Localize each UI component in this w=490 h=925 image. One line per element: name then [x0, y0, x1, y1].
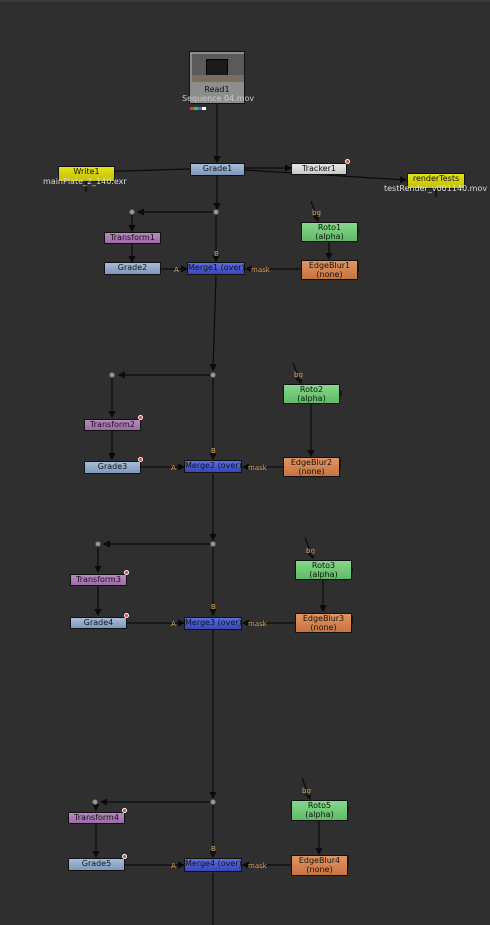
- roto3-label: Roto3: [311, 561, 336, 570]
- grade3-node[interactable]: Grade3: [84, 461, 141, 474]
- merge3-label: Merge3 (over): [185, 618, 242, 627]
- edgeblur1-output: (none): [316, 270, 343, 279]
- bg-label: bg: [302, 787, 311, 795]
- transform1-label: Transform1: [110, 233, 155, 242]
- edgeblur2-output: (none): [298, 467, 325, 476]
- merge4-node[interactable]: Merge4 (over): [184, 858, 242, 872]
- write-node[interactable]: Write1: [58, 166, 115, 182]
- input-b-label: B: [214, 250, 219, 258]
- read-node-name: Read1: [204, 85, 230, 94]
- roto5-node[interactable]: Roto5 (alpha): [291, 800, 348, 821]
- merge3-node[interactable]: Merge3 (over): [184, 617, 242, 630]
- read-node-file: Sequence 04.mov: [182, 94, 255, 103]
- dot-node[interactable]: [213, 209, 219, 215]
- grade4-modified-icon: [124, 613, 129, 618]
- transform2-node[interactable]: Transform2: [84, 419, 141, 431]
- roto1-output: (alpha): [315, 232, 344, 241]
- grade3-label: Grade3: [97, 462, 128, 471]
- dot-node[interactable]: [95, 541, 101, 547]
- merge1-label: Merge1 (over): [188, 263, 245, 272]
- transform4-modified-icon: [122, 808, 127, 813]
- bg-label: bg: [312, 209, 321, 217]
- input-a-label: A: [171, 862, 176, 870]
- input-b-label: B: [211, 845, 216, 853]
- roto3-node[interactable]: Roto3 (alpha): [295, 560, 352, 580]
- transform4-node[interactable]: Transform4: [68, 812, 125, 824]
- render-label: renderTests: [412, 174, 460, 183]
- dot-node[interactable]: [210, 799, 216, 805]
- graph-top-border: [0, 0, 490, 2]
- dot-node[interactable]: [210, 541, 216, 547]
- edgeblur3-node[interactable]: EdgeBlur3 (none): [295, 613, 352, 633]
- mask-label: mask: [248, 862, 267, 870]
- transform2-modified-icon: [138, 415, 143, 420]
- edgeblur2-node[interactable]: EdgeBlur2 (none): [283, 457, 340, 477]
- edgeblur4-output: (none): [306, 865, 333, 874]
- roto2-node[interactable]: Roto2 (alpha): [283, 384, 340, 404]
- grade5-label: Grade5: [81, 859, 112, 868]
- input-b-label: B: [211, 603, 216, 611]
- grade4-label: Grade4: [83, 618, 114, 627]
- mask-label: mask: [251, 266, 270, 274]
- write-label: Write1: [73, 167, 100, 176]
- dot-node[interactable]: [210, 372, 216, 378]
- dot-node[interactable]: [92, 799, 98, 805]
- roto1-label: Roto1: [317, 223, 342, 232]
- tracker-node[interactable]: Tracker1: [291, 163, 347, 175]
- transform4-label: Transform4: [74, 813, 119, 822]
- read-thumbnail: [192, 54, 244, 82]
- dot-node[interactable]: [109, 372, 115, 378]
- input-b-label: B: [211, 447, 216, 455]
- input-a-label: A: [171, 464, 176, 472]
- input-a-label: A: [171, 620, 176, 628]
- transform3-label: Transform3: [76, 575, 121, 584]
- read-node[interactable]: Read1: [189, 51, 245, 110]
- transform2-label: Transform2: [90, 420, 135, 429]
- edgeblur3-output: (none): [310, 623, 337, 632]
- roto3-output: (alpha): [309, 570, 338, 579]
- grade2-node[interactable]: Grade2: [104, 262, 161, 275]
- grade1-node[interactable]: Grade1: [190, 163, 245, 176]
- channel-indicator: [190, 103, 206, 110]
- merge1-node[interactable]: Merge1 (over): [187, 262, 245, 275]
- bg-label: bg: [294, 371, 303, 379]
- grade3-modified-icon: [138, 457, 143, 462]
- input-a-label: A: [174, 266, 179, 274]
- grade1-label: Grade1: [202, 164, 233, 173]
- roto2-label: Roto2: [299, 385, 324, 394]
- merge4-label: Merge4 (over): [185, 859, 242, 868]
- dot-node[interactable]: [129, 209, 135, 215]
- transform3-node[interactable]: Transform3: [70, 574, 127, 586]
- transform1-node[interactable]: Transform1: [104, 232, 161, 244]
- bg-label: bg: [306, 547, 315, 555]
- grade5-modified-icon: [122, 854, 127, 859]
- render-file: testRender_v001140.mov: [384, 184, 488, 193]
- tracker-modified-icon: [345, 159, 350, 164]
- roto5-label: Roto5: [307, 801, 332, 810]
- edgeblur3-label: EdgeBlur3: [302, 614, 345, 623]
- mask-label: mask: [248, 464, 267, 472]
- edgeblur1-node[interactable]: EdgeBlur1 (none): [301, 260, 358, 280]
- merge2-node[interactable]: Merge2 (over): [184, 460, 242, 473]
- roto2-output: (alpha): [297, 394, 326, 403]
- edgeblur2-label: EdgeBlur2: [290, 458, 333, 467]
- tracker-label: Tracker1: [302, 164, 336, 173]
- transform3-modified-icon: [124, 570, 129, 575]
- grade4-node[interactable]: Grade4: [70, 617, 127, 629]
- roto1-node[interactable]: Roto1 (alpha): [301, 222, 358, 242]
- write-file: mainPlate_2_140.exr: [43, 177, 127, 186]
- render-node[interactable]: renderTests: [407, 173, 465, 189]
- edgeblur1-label: EdgeBlur1: [308, 261, 351, 270]
- monitor-image: [206, 59, 228, 76]
- grade5-node[interactable]: Grade5: [68, 858, 125, 871]
- roto5-output: (alpha): [305, 810, 334, 819]
- edgeblur4-label: EdgeBlur4: [298, 856, 341, 865]
- edgeblur4-node[interactable]: EdgeBlur4 (none): [291, 855, 348, 876]
- merge2-label: Merge2 (over): [185, 461, 242, 470]
- grade2-label: Grade2: [117, 263, 148, 272]
- desk-image: [192, 75, 244, 82]
- mask-label: mask: [248, 620, 267, 628]
